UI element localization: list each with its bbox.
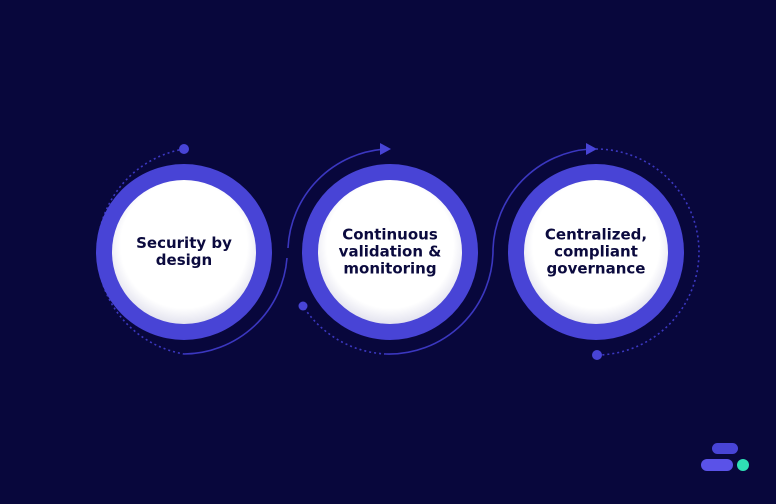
step-circle-1	[96, 164, 272, 340]
brand-logo-icon	[701, 443, 749, 471]
connector-dot	[592, 350, 602, 360]
step-label-3: Centralized, compliant governance	[544, 225, 648, 278]
connector-arcs-step-2	[287, 143, 494, 355]
connector-dot	[298, 301, 308, 311]
step-label-1: Security by design	[136, 234, 232, 269]
step-circle-3	[508, 164, 684, 340]
arrow-head-icon	[586, 143, 597, 155]
connector-arcs-step-3	[492, 143, 700, 360]
step-circle-2	[302, 164, 478, 340]
arrow-head-icon	[380, 143, 391, 155]
step-label-2: Continuous validation & monitoring	[338, 225, 442, 278]
connector-dot	[179, 144, 189, 154]
